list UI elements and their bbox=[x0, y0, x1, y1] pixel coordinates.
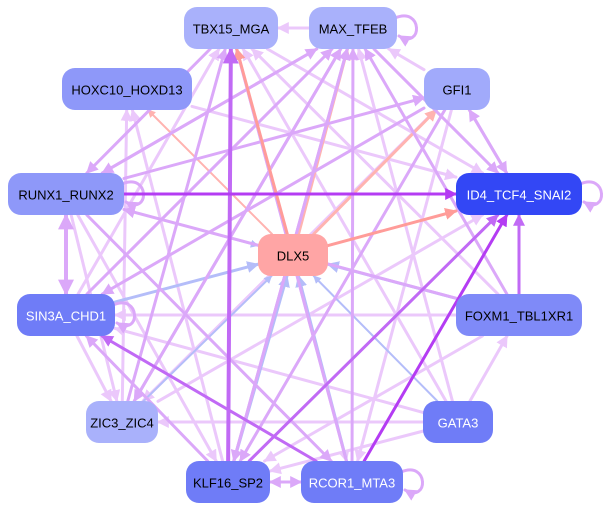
node-label: MAX_TFEB bbox=[319, 22, 388, 37]
node-box bbox=[456, 294, 582, 336]
edge-dlx5-to-tbx15-mga bbox=[233, 47, 289, 236]
edge-gfi1-to-sin3a-chd1 bbox=[100, 106, 426, 296]
node-box bbox=[186, 461, 270, 503]
edge-rcor1-mta3-to-rcor1-mta3 bbox=[399, 468, 424, 501]
edge-tbx15-mga-to-runx1-runx2 bbox=[85, 47, 212, 175]
node-hoxc10-hoxd13[interactable]: HOXC10_HOXD13 bbox=[62, 68, 192, 110]
edge-runx1-runx2-to-gfi1 bbox=[122, 94, 426, 180]
node-runx1-runx2[interactable]: RUNX1_RUNX2 bbox=[8, 173, 124, 215]
edge-max-tfeb-to-id4-tcf4-snai2 bbox=[372, 47, 500, 175]
edge-dlx5-to-gfi1 bbox=[312, 108, 438, 236]
node-dlx5[interactable]: DLX5 bbox=[258, 234, 328, 276]
node-label: RCOR1_MTA3 bbox=[309, 476, 395, 491]
edge-rcor1-mta3-to-sin3a-chd1 bbox=[100, 334, 318, 463]
edge-sin3a-chd1-to-dlx5 bbox=[113, 261, 260, 304]
node-box bbox=[424, 68, 490, 110]
node-id4-tcf4-snai2[interactable]: ID4_TCF4_SNAI2 bbox=[456, 173, 582, 215]
node-label: GATA3 bbox=[438, 416, 479, 431]
node-box bbox=[423, 401, 493, 443]
node-label: GFI1 bbox=[443, 83, 472, 98]
node-label: ZIC3_ZIC4 bbox=[90, 416, 154, 431]
node-foxm1-tbl1xr1[interactable]: FOXM1_TBL1XR1 bbox=[456, 294, 582, 336]
edge-rcor1-mta3-to-max-tfeb bbox=[346, 47, 359, 463]
edge-klf16-sp2-to-tbx15-mga bbox=[222, 47, 239, 463]
node-rcor1-mta3[interactable]: RCOR1_MTA3 bbox=[301, 461, 403, 503]
edge-sin3a-chd1-to-max-tfeb bbox=[85, 47, 334, 296]
node-box bbox=[86, 401, 158, 443]
nodes-layer: TBX15_MGA MAX_TFEB HOXC10_HOXD13 GFI1 RU… bbox=[8, 7, 582, 503]
edge-gata3-to-tbx15-mga bbox=[241, 47, 448, 403]
node-box bbox=[456, 173, 582, 215]
node-box bbox=[62, 68, 192, 110]
node-box bbox=[184, 7, 278, 49]
edge-sin3a-chd1-to-zic3-zic4 bbox=[75, 334, 113, 403]
node-zic3-zic4[interactable]: ZIC3_ZIC4 bbox=[86, 401, 158, 443]
node-klf16-sp2[interactable]: KLF16_SP2 bbox=[186, 461, 270, 503]
edge-klf16-sp2-to-id4-tcf4-snai2 bbox=[247, 213, 500, 463]
edge-id4-tcf4-snai2-to-id4-tcf4-snai2 bbox=[578, 180, 603, 213]
node-label: RUNX1_RUNX2 bbox=[18, 188, 113, 203]
node-label: SIN3A_CHD1 bbox=[26, 309, 106, 324]
edge-zic3-zic4-to-id4-tcf4-snai2 bbox=[156, 213, 484, 403]
node-max-tfeb[interactable]: MAX_TFEB bbox=[309, 7, 397, 49]
edge-gata3-to-foxm1-tbl1xr1 bbox=[468, 334, 509, 403]
edge-rcor1-mta3-to-id4-tcf4-snai2 bbox=[362, 213, 509, 463]
node-label: ID4_TCF4_SNAI2 bbox=[467, 188, 572, 203]
edge-runx1-runx2-to-klf16-sp2 bbox=[76, 213, 218, 463]
node-tbx15-mga[interactable]: TBX15_MGA bbox=[184, 7, 278, 49]
node-label: DLX5 bbox=[277, 249, 310, 264]
node-gata3[interactable]: GATA3 bbox=[423, 401, 493, 443]
edge-gfi1-to-max-tfeb bbox=[387, 47, 426, 72]
edge-max-tfeb-to-runx1-runx2 bbox=[100, 47, 319, 175]
node-sin3a-chd1[interactable]: SIN3A_CHD1 bbox=[17, 294, 115, 336]
node-gfi1[interactable]: GFI1 bbox=[424, 68, 490, 110]
edge-id4-tcf4-snai2-to-gfi1 bbox=[467, 108, 509, 175]
edge-klf16-sp2-to-sin3a-chd1 bbox=[84, 334, 210, 463]
node-box bbox=[258, 234, 328, 276]
edge-max-tfeb-to-max-tfeb bbox=[393, 14, 418, 47]
edge-sin3a-chd1-to-sin3a-chd1 bbox=[111, 301, 136, 334]
node-box bbox=[301, 461, 403, 503]
node-label: HOXC10_HOXD13 bbox=[71, 83, 182, 98]
edge-max-tfeb-to-zic3-zic4 bbox=[132, 47, 343, 403]
edge-dlx5-to-id4-tcf4-snai2 bbox=[326, 208, 458, 248]
node-label: KLF16_SP2 bbox=[193, 476, 263, 491]
node-label: FOXM1_TBL1XR1 bbox=[465, 309, 573, 324]
node-box bbox=[8, 173, 124, 215]
node-box bbox=[309, 7, 397, 49]
edges-layer bbox=[58, 14, 603, 501]
node-box bbox=[17, 294, 115, 336]
node-label: TBX15_MGA bbox=[193, 22, 270, 37]
